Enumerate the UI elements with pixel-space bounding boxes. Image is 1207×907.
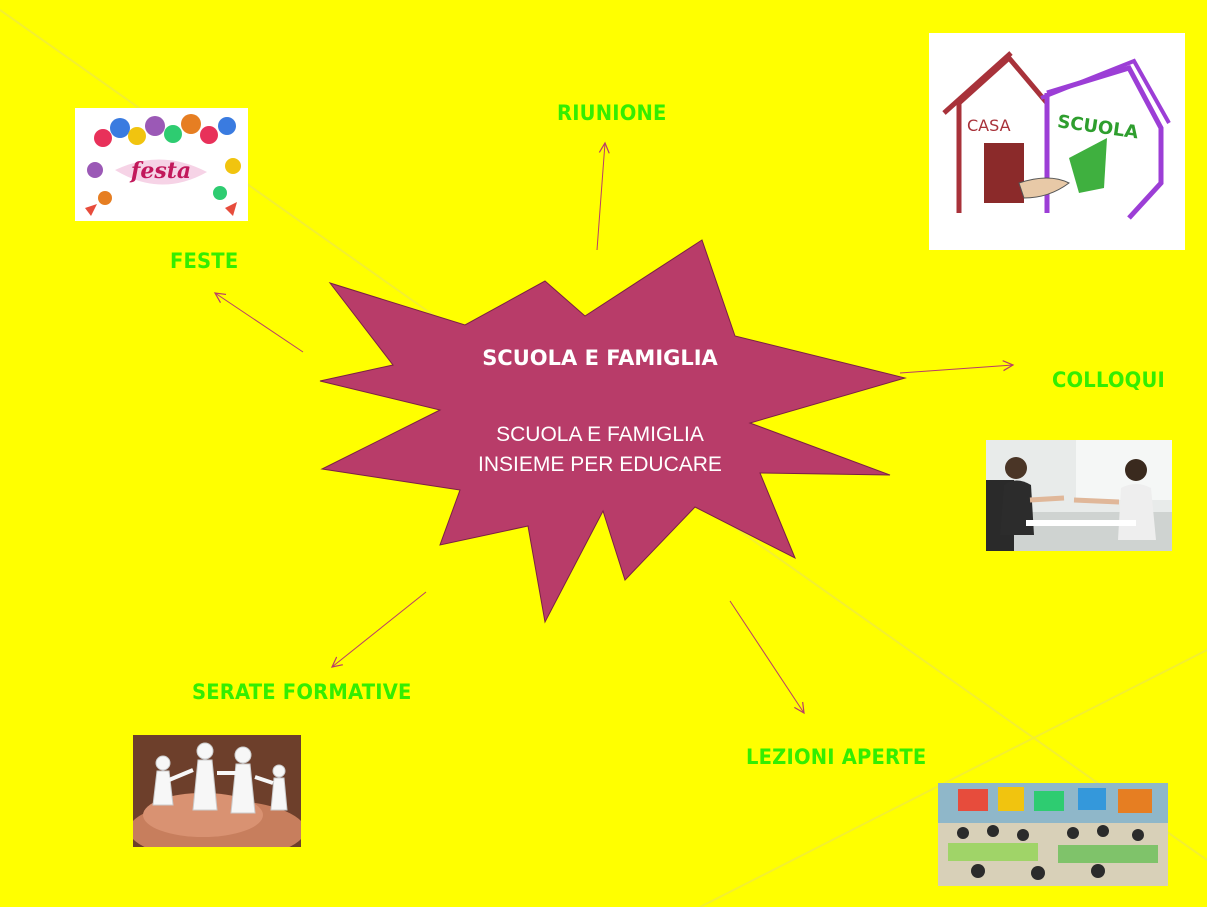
colloqui-photo xyxy=(986,440,1172,551)
festa-word: festa xyxy=(129,158,191,184)
arrow-lezioni xyxy=(729,600,804,713)
label-colloqui: COLLOQUI xyxy=(1052,368,1165,392)
label-lezioni-aperte: LEZIONI APERTE xyxy=(746,745,927,769)
handshake-photo-icon xyxy=(986,440,1172,551)
arrow-riunione xyxy=(596,143,605,251)
classroom-photo-icon xyxy=(938,783,1168,886)
arrow-feste xyxy=(215,293,304,353)
casa-word: CASA xyxy=(967,116,1011,135)
center-subtitle: SCUOLA E FAMIGLIA INSIEME PER EDUCARE xyxy=(430,420,770,480)
house-school-icon: CASA SCUOLA xyxy=(929,33,1185,250)
center-subtitle-line2: INSIEME PER EDUCARE xyxy=(478,453,722,476)
balloons-icon: festa xyxy=(75,108,248,221)
serate-photo xyxy=(133,735,301,847)
center-subtitle-line1: SCUOLA E FAMIGLIA xyxy=(496,423,704,446)
label-riunione: RIUNIONE xyxy=(557,101,667,125)
paper-family-icon xyxy=(133,735,301,847)
lezioni-photo xyxy=(938,783,1168,886)
label-feste: FESTE xyxy=(170,249,239,273)
casa-scuola-logo: CASA SCUOLA xyxy=(929,33,1185,250)
festa-image: festa xyxy=(75,108,248,221)
arrow-serate xyxy=(332,591,427,667)
arrow-colloqui xyxy=(899,365,1013,374)
center-title: SCUOLA E FAMIGLIA xyxy=(482,346,718,370)
label-serate-formative: SERATE FORMATIVE xyxy=(192,680,412,704)
